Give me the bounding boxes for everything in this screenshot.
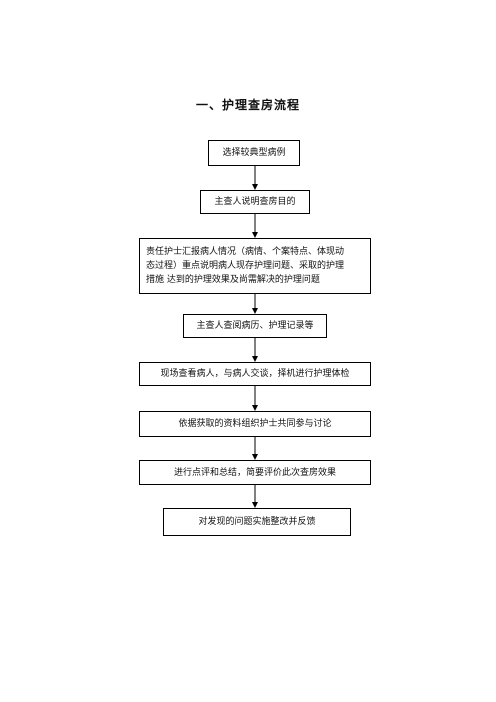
flow-step-1: 选择较典型病例 [208,140,300,166]
flow-step-6-label: 依据获取的资料组织护士共同参与讨论 [178,419,332,429]
flow-step-8: 对发现的问题实施整改并反馈 [163,508,351,536]
page-title: 一、护理查房流程 [195,98,300,112]
flow-step-7: 进行点评和总结，简要评价此次查房效果 [139,460,371,485]
flow-step-5-label: 现场查看病人，与病人交谈，择机进行护理体检 [160,369,350,379]
flow-step-2-label: 主查人说明查房目的 [214,197,296,207]
flow-step-6: 依据获取的资料组织护士共同参与讨论 [139,411,371,437]
flow-step-1-label: 选择较典型病例 [222,148,286,158]
flow-step-5: 现场查看病人，与病人交谈，择机进行护理体检 [139,362,371,386]
flow-step-4: 主查人查阅病历、护理记录等 [183,314,327,338]
flow-step-3: 责任护士汇报病人情况（病情、个案特点、体现动 态过程）重点说明病人现存护理问题、… [139,238,371,294]
flow-step-3-label: 责任护士汇报病人情况（病情、个案特点、体现动 态过程）重点说明病人现存护理问题、… [146,247,345,285]
flow-step-8-label: 对发现的问题实施整改并反馈 [198,517,316,527]
flow-step-7-label: 进行点评和总结，简要评价此次查房效果 [173,467,336,478]
flow-step-4-label: 主查人查阅病历、护理记录等 [196,321,314,331]
flow-step-2: 主查人说明查房目的 [200,190,310,214]
